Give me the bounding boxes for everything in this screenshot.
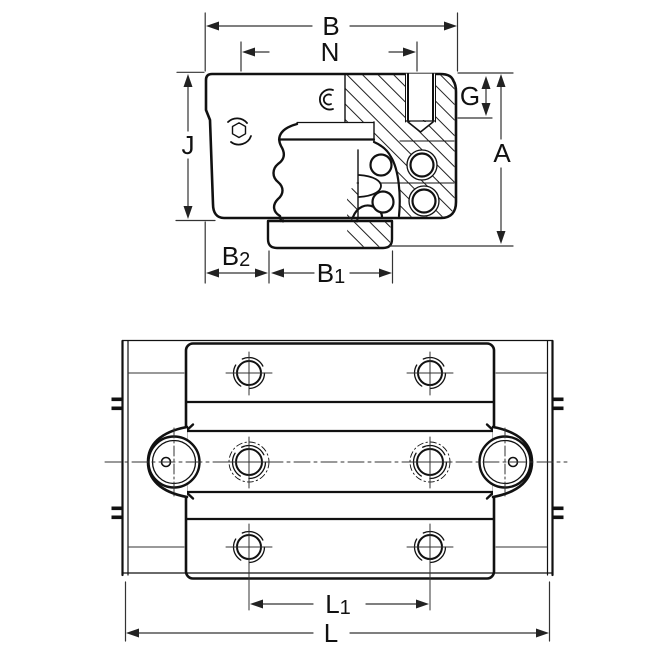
rail-ridge: [358, 174, 382, 198]
cross-section-view: B N G A J B2 B1: [175, 11, 514, 288]
tapped-hole: [404, 73, 437, 133]
return-bore-lower-inner: [411, 188, 437, 214]
ball-upper: [369, 153, 393, 177]
dimension-B1: [271, 268, 392, 278]
ball-pocket-right-edge: [372, 140, 401, 218]
dim-label-L: L: [324, 618, 338, 648]
dim-label-G: G: [460, 81, 480, 111]
dimension-J: [183, 74, 193, 219]
dimension-L1: [250, 599, 429, 609]
dimension-lines-plan: [124, 581, 551, 642]
return-bore-upper-inner: [409, 152, 435, 178]
dim-label-B: B: [322, 11, 339, 41]
grease-port-icon: [319, 88, 334, 111]
rail-groove-tabs: [111, 397, 564, 520]
dimension-G: [481, 76, 491, 116]
dimension-B: [206, 21, 457, 31]
dim-label-A: A: [493, 138, 511, 168]
dimension-A: [496, 74, 506, 244]
center-lines: [104, 351, 568, 611]
dimension-N: [242, 47, 416, 57]
dim-label-J: J: [182, 130, 195, 160]
plan-view: L1 L: [104, 339, 568, 648]
ball-lower: [371, 190, 395, 214]
dim-label-N: N: [321, 37, 340, 67]
endplate-scraper-curve: [272, 122, 299, 223]
screw-head-icon: [227, 117, 252, 146]
dimension-L: [126, 628, 549, 638]
dim-label-B2: B2: [222, 241, 250, 271]
dim-label-B1: B1: [317, 258, 345, 288]
dimension-B2: [206, 268, 268, 278]
carriage-band-lines: [185, 400, 495, 521]
dim-label-L1: L1: [325, 589, 351, 619]
dimension-lines-cross-section: [175, 12, 514, 284]
